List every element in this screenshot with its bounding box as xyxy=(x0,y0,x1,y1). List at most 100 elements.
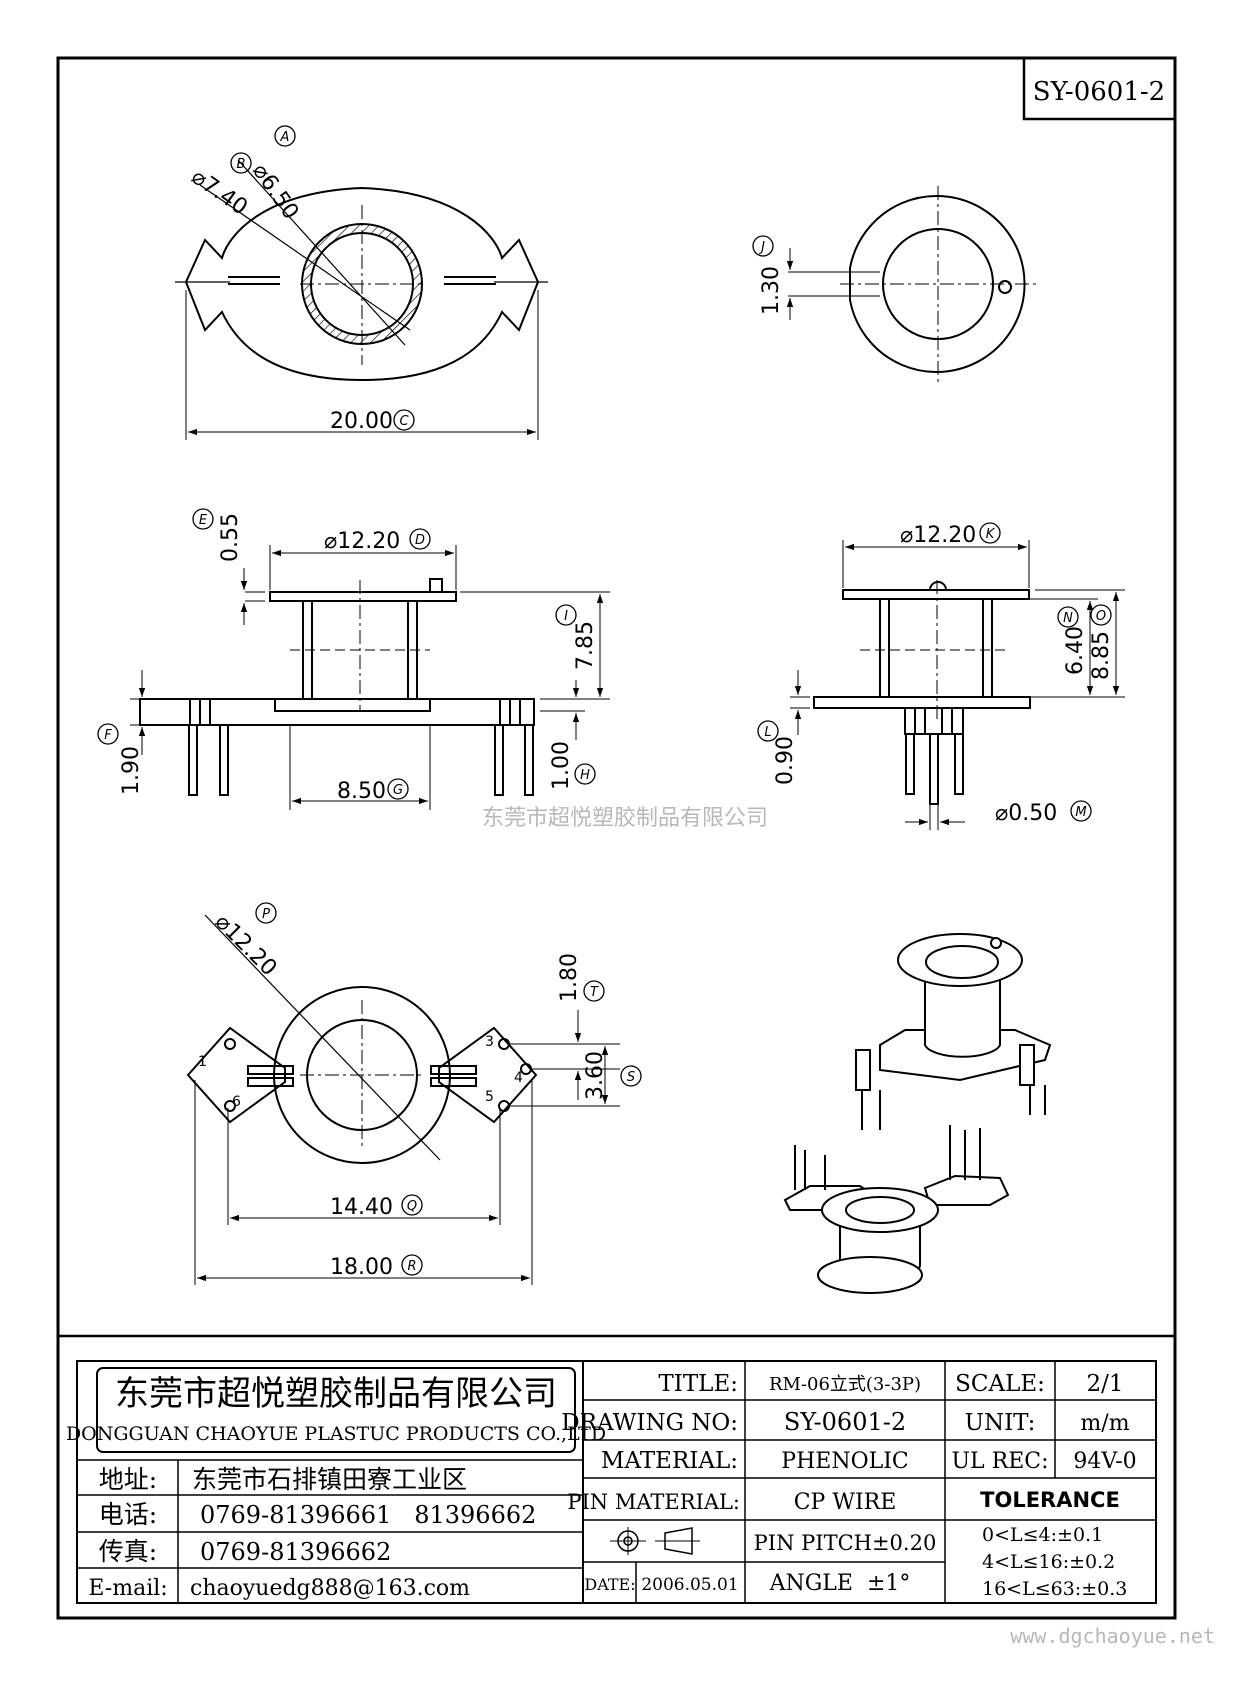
address-value: 东莞市石排镇田寮工业区 xyxy=(192,1465,467,1494)
tolerance-range-3: 16<L≤63:±0.3 xyxy=(982,1578,1127,1600)
dim-q-label: 14.40 xyxy=(330,1195,393,1220)
angle: ANGLE ±1° xyxy=(769,1571,911,1596)
scale-label: SCALE: xyxy=(955,1371,1045,1397)
pin-label-6: 6 xyxy=(232,1094,241,1110)
dim-n-tag: N xyxy=(1057,606,1079,628)
dim-o-label: 8.85 xyxy=(1089,631,1114,680)
view-front-left xyxy=(130,545,610,810)
dim-i-label: 7.85 xyxy=(573,621,598,670)
dim-o-tag: O xyxy=(1090,604,1112,626)
view-top-left xyxy=(175,159,548,440)
pin-label-1: 1 xyxy=(198,1054,207,1070)
drawing-no-value: SY-0601-2 xyxy=(784,1408,906,1436)
dim-p-tag: P xyxy=(255,902,277,924)
dim-t-label: 1.80 xyxy=(557,953,582,1002)
ul-value: 94V-0 xyxy=(1073,1449,1136,1474)
view-top-right xyxy=(786,186,1040,382)
isometric-view-bottom xyxy=(783,1125,1010,1294)
dim-f-tag: F xyxy=(97,723,119,745)
outer-border xyxy=(56,56,1177,1620)
watermark-corner: www.dgchaoyue.net xyxy=(1010,1624,1215,1648)
svg-text:R: R xyxy=(407,1259,416,1274)
dim-m-label: ⌀0.50 xyxy=(995,801,1057,826)
pin-material-label: PIN MATERIAL: xyxy=(567,1490,740,1514)
unit-label: UNIT: xyxy=(965,1410,1036,1436)
dim-j-tag: J xyxy=(752,235,774,257)
dim-d-tag: D xyxy=(409,528,431,550)
dim-e-tag: E xyxy=(192,508,214,530)
dim-q-tag: Q xyxy=(401,1194,423,1216)
company-name-cn: 东莞市超悦塑胶制品有限公司 xyxy=(115,1374,557,1414)
drawing-code: SY-0601-2 xyxy=(1033,77,1165,107)
svg-text:L: L xyxy=(764,725,771,740)
svg-text:S: S xyxy=(627,1070,635,1085)
pin-label-3: 3 xyxy=(485,1034,494,1050)
svg-text:M: M xyxy=(1075,805,1086,820)
drawing-no-label: DRAWING NO: xyxy=(561,1410,738,1436)
dim-b-tag: B xyxy=(230,152,252,174)
dim-f-label: 1.90 xyxy=(119,746,144,795)
dim-m-tag: M xyxy=(1070,800,1092,822)
tolerance-range-1: 0<L≤4:±0.1 xyxy=(982,1524,1103,1546)
tolerance-range-2: 4<L≤16:±0.2 xyxy=(982,1551,1115,1573)
dim-r-label: 18.00 xyxy=(330,1255,393,1280)
fax-label: 传真: xyxy=(99,1537,157,1566)
dim-j-label: 1.30 xyxy=(759,266,784,315)
svg-text:D: D xyxy=(415,533,425,548)
company-name-en: DONGGUAN CHAOYUE PLASTUC PRODUCTS CO.,LT… xyxy=(66,1423,606,1445)
view-side-right xyxy=(790,540,1125,830)
unit-value: m/m xyxy=(1080,1411,1129,1436)
dim-k-label: ⌀12.20 xyxy=(900,523,976,548)
dim-c-tag: C xyxy=(393,409,415,431)
view-bottom xyxy=(186,914,620,1285)
svg-text:J: J xyxy=(758,240,765,255)
svg-text:G: G xyxy=(393,783,403,798)
svg-text:A: A xyxy=(280,130,290,145)
dim-s-tag: S xyxy=(620,1065,642,1087)
date-value: 2006.05.01 xyxy=(641,1575,738,1595)
svg-text:C: C xyxy=(399,414,409,429)
dim-l-tag: L xyxy=(757,720,779,742)
email-value: chaoyuedg888@163.com xyxy=(190,1576,470,1601)
dim-g-label: 8.50 xyxy=(337,779,386,804)
tolerance-label: TOLERANCE xyxy=(980,1488,1120,1512)
scale-value: 2/1 xyxy=(1086,1371,1123,1397)
svg-text:T: T xyxy=(590,985,599,1000)
dim-c-label: 20.00 xyxy=(330,409,393,434)
pin-label-4: 4 xyxy=(514,1070,523,1086)
svg-text:H: H xyxy=(580,768,590,783)
phone-label: 电话: xyxy=(99,1500,157,1529)
dim-r-tag: R xyxy=(401,1254,423,1276)
svg-text:I: I xyxy=(564,609,568,624)
pin-material-value: CP WIRE xyxy=(794,1490,897,1515)
svg-text:K: K xyxy=(986,527,996,542)
pin-label-5: 5 xyxy=(485,1089,494,1105)
material-label: MATERIAL: xyxy=(601,1448,738,1474)
watermark-center: 东莞市超悦塑胶制品有限公司 xyxy=(482,806,768,831)
phone-value: 0769-81396661 81396662 xyxy=(200,1501,536,1529)
svg-text:N: N xyxy=(1063,611,1073,626)
projection-symbol-icon xyxy=(610,1527,700,1555)
ul-label: UL REC: xyxy=(951,1449,1048,1474)
dim-a-tag: A xyxy=(274,125,296,147)
svg-text:Q: Q xyxy=(407,1199,417,1214)
svg-text:F: F xyxy=(104,728,112,743)
svg-text:P: P xyxy=(262,907,270,922)
svg-text:O: O xyxy=(1096,609,1106,624)
dim-h-label: 1.00 xyxy=(549,741,574,790)
dim-p-label: ⌀12.20 xyxy=(210,910,282,982)
svg-text:E: E xyxy=(199,513,208,528)
dim-t-tag: T xyxy=(583,980,605,1002)
dim-s-label: 3.60 xyxy=(583,1051,608,1100)
svg-text:B: B xyxy=(237,157,246,172)
title-label: TITLE: xyxy=(658,1371,738,1397)
dim-l-label: 0.90 xyxy=(773,736,798,785)
dim-d-label: ⌀12.20 xyxy=(324,529,400,554)
dim-g-tag: G xyxy=(387,778,409,800)
drawing-code-box xyxy=(1022,56,1177,121)
dim-e-label: 0.55 xyxy=(218,513,243,562)
fax-value: 0769-81396662 xyxy=(200,1538,391,1566)
title-value: RM-06立式(3-3P) xyxy=(769,1374,921,1395)
isometric-view-top xyxy=(855,933,1052,1130)
